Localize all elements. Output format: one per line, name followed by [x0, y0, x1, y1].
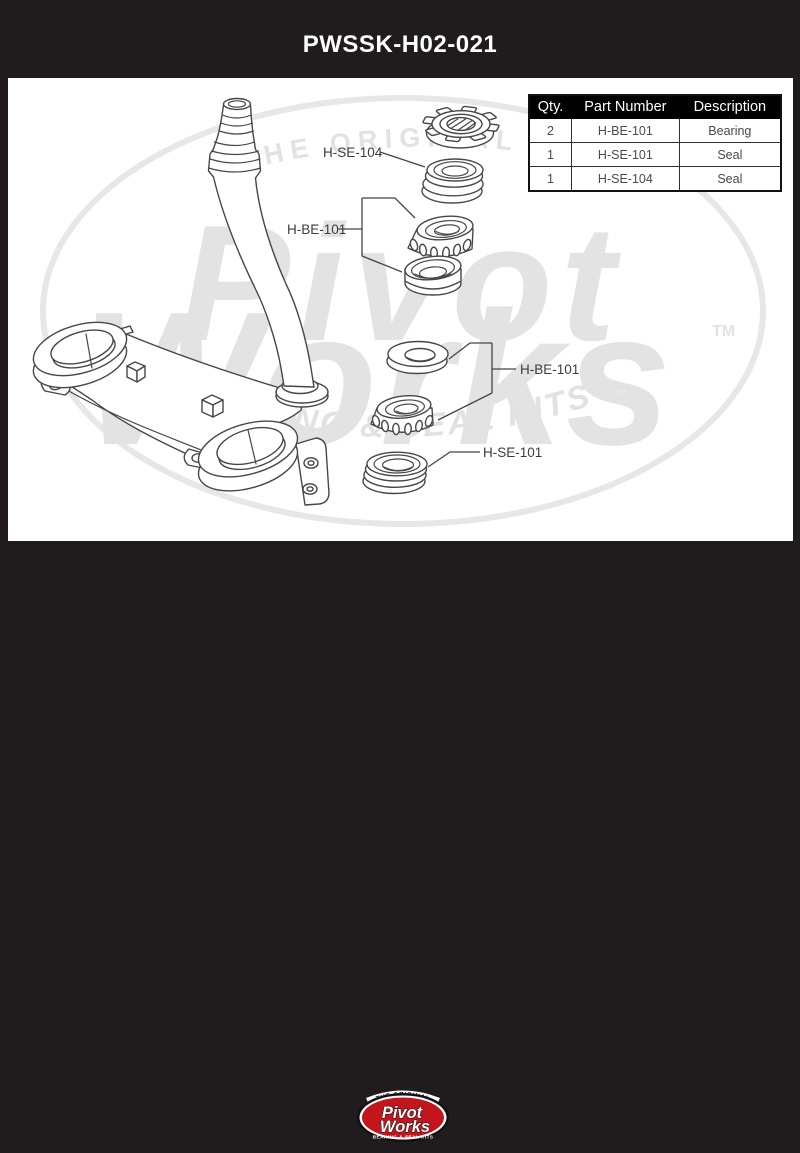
parts-table: Qty. Part Number Description 2 H-BE-101 …	[528, 94, 782, 192]
diagram-panel: THE ORIGINAL Pivot Works TM ™ BEARING & …	[8, 78, 793, 541]
stem-nut	[418, 104, 504, 149]
washer-h-be-101-lower	[386, 340, 449, 375]
right-fork-clamp	[183, 420, 330, 506]
page-title: PWSSK-H02-021	[302, 31, 498, 58]
seal-h-se-101	[362, 451, 428, 495]
table-row: 1 H-SE-101 Seal	[528, 142, 782, 167]
label-h-be-101-upper: H-BE-101	[287, 222, 346, 237]
header-qty: Qty.	[528, 94, 573, 119]
leader-h-be-101-lower	[437, 342, 516, 421]
left-fork-clamp	[32, 321, 134, 396]
cell-part-number: H-BE-101	[571, 118, 680, 143]
leader-h-be-101-upper	[338, 197, 416, 273]
title-bar: PWSSK-H02-021	[0, 0, 800, 78]
label-h-be-101-lower: H-BE-101	[520, 362, 579, 377]
leader-h-se-101	[427, 451, 480, 468]
seal-h-se-104	[421, 158, 484, 204]
steering-stop-left	[126, 361, 146, 383]
watermark-oval	[40, 95, 766, 527]
cell-qty: 1	[528, 142, 573, 167]
cell-part-number: H-SE-104	[571, 166, 680, 192]
race-h-be-101-upper	[404, 255, 462, 296]
table-row: 1 H-SE-104 Seal	[528, 166, 782, 192]
leader-h-se-104	[379, 151, 426, 168]
cell-qty: 2	[528, 118, 573, 143]
cell-description: Bearing	[678, 118, 782, 143]
watermark-tm-small: ™	[614, 387, 626, 401]
header-part-number: Part Number	[571, 94, 680, 119]
cell-description: Seal	[678, 142, 782, 167]
watermark-tm: TM	[712, 323, 735, 340]
pivot-works-logo: THE ORIGINAL Pivot Works BEARING & SEAL …	[357, 1090, 449, 1142]
label-h-se-101: H-SE-101	[483, 445, 542, 460]
lower-triple-clamp	[32, 321, 330, 506]
exploded-diagram: THE ORIGINAL Pivot Works TM ™ BEARING & …	[32, 95, 766, 527]
steering-stop-right	[201, 394, 224, 418]
bearing-h-be-101-upper	[407, 215, 474, 260]
parts-table-header-row: Qty. Part Number Description	[528, 94, 782, 119]
logo-bearing-seal-kits: BEARING & SEAL KITS	[373, 1135, 434, 1141]
bottom-bar: THE ORIGINAL Pivot Works BEARING & SEAL …	[0, 541, 800, 1142]
label-h-se-104: H-SE-104	[323, 145, 383, 160]
steering-stem	[207, 97, 315, 388]
cell-description: Seal	[678, 166, 782, 192]
cell-qty: 1	[528, 166, 573, 192]
header-description: Description	[678, 94, 782, 119]
table-row: 2 H-BE-101 Bearing	[528, 118, 782, 143]
bearing-h-be-101-lower	[370, 395, 434, 436]
cell-part-number: H-SE-101	[571, 142, 680, 167]
logo-works: Works	[380, 1118, 430, 1136]
